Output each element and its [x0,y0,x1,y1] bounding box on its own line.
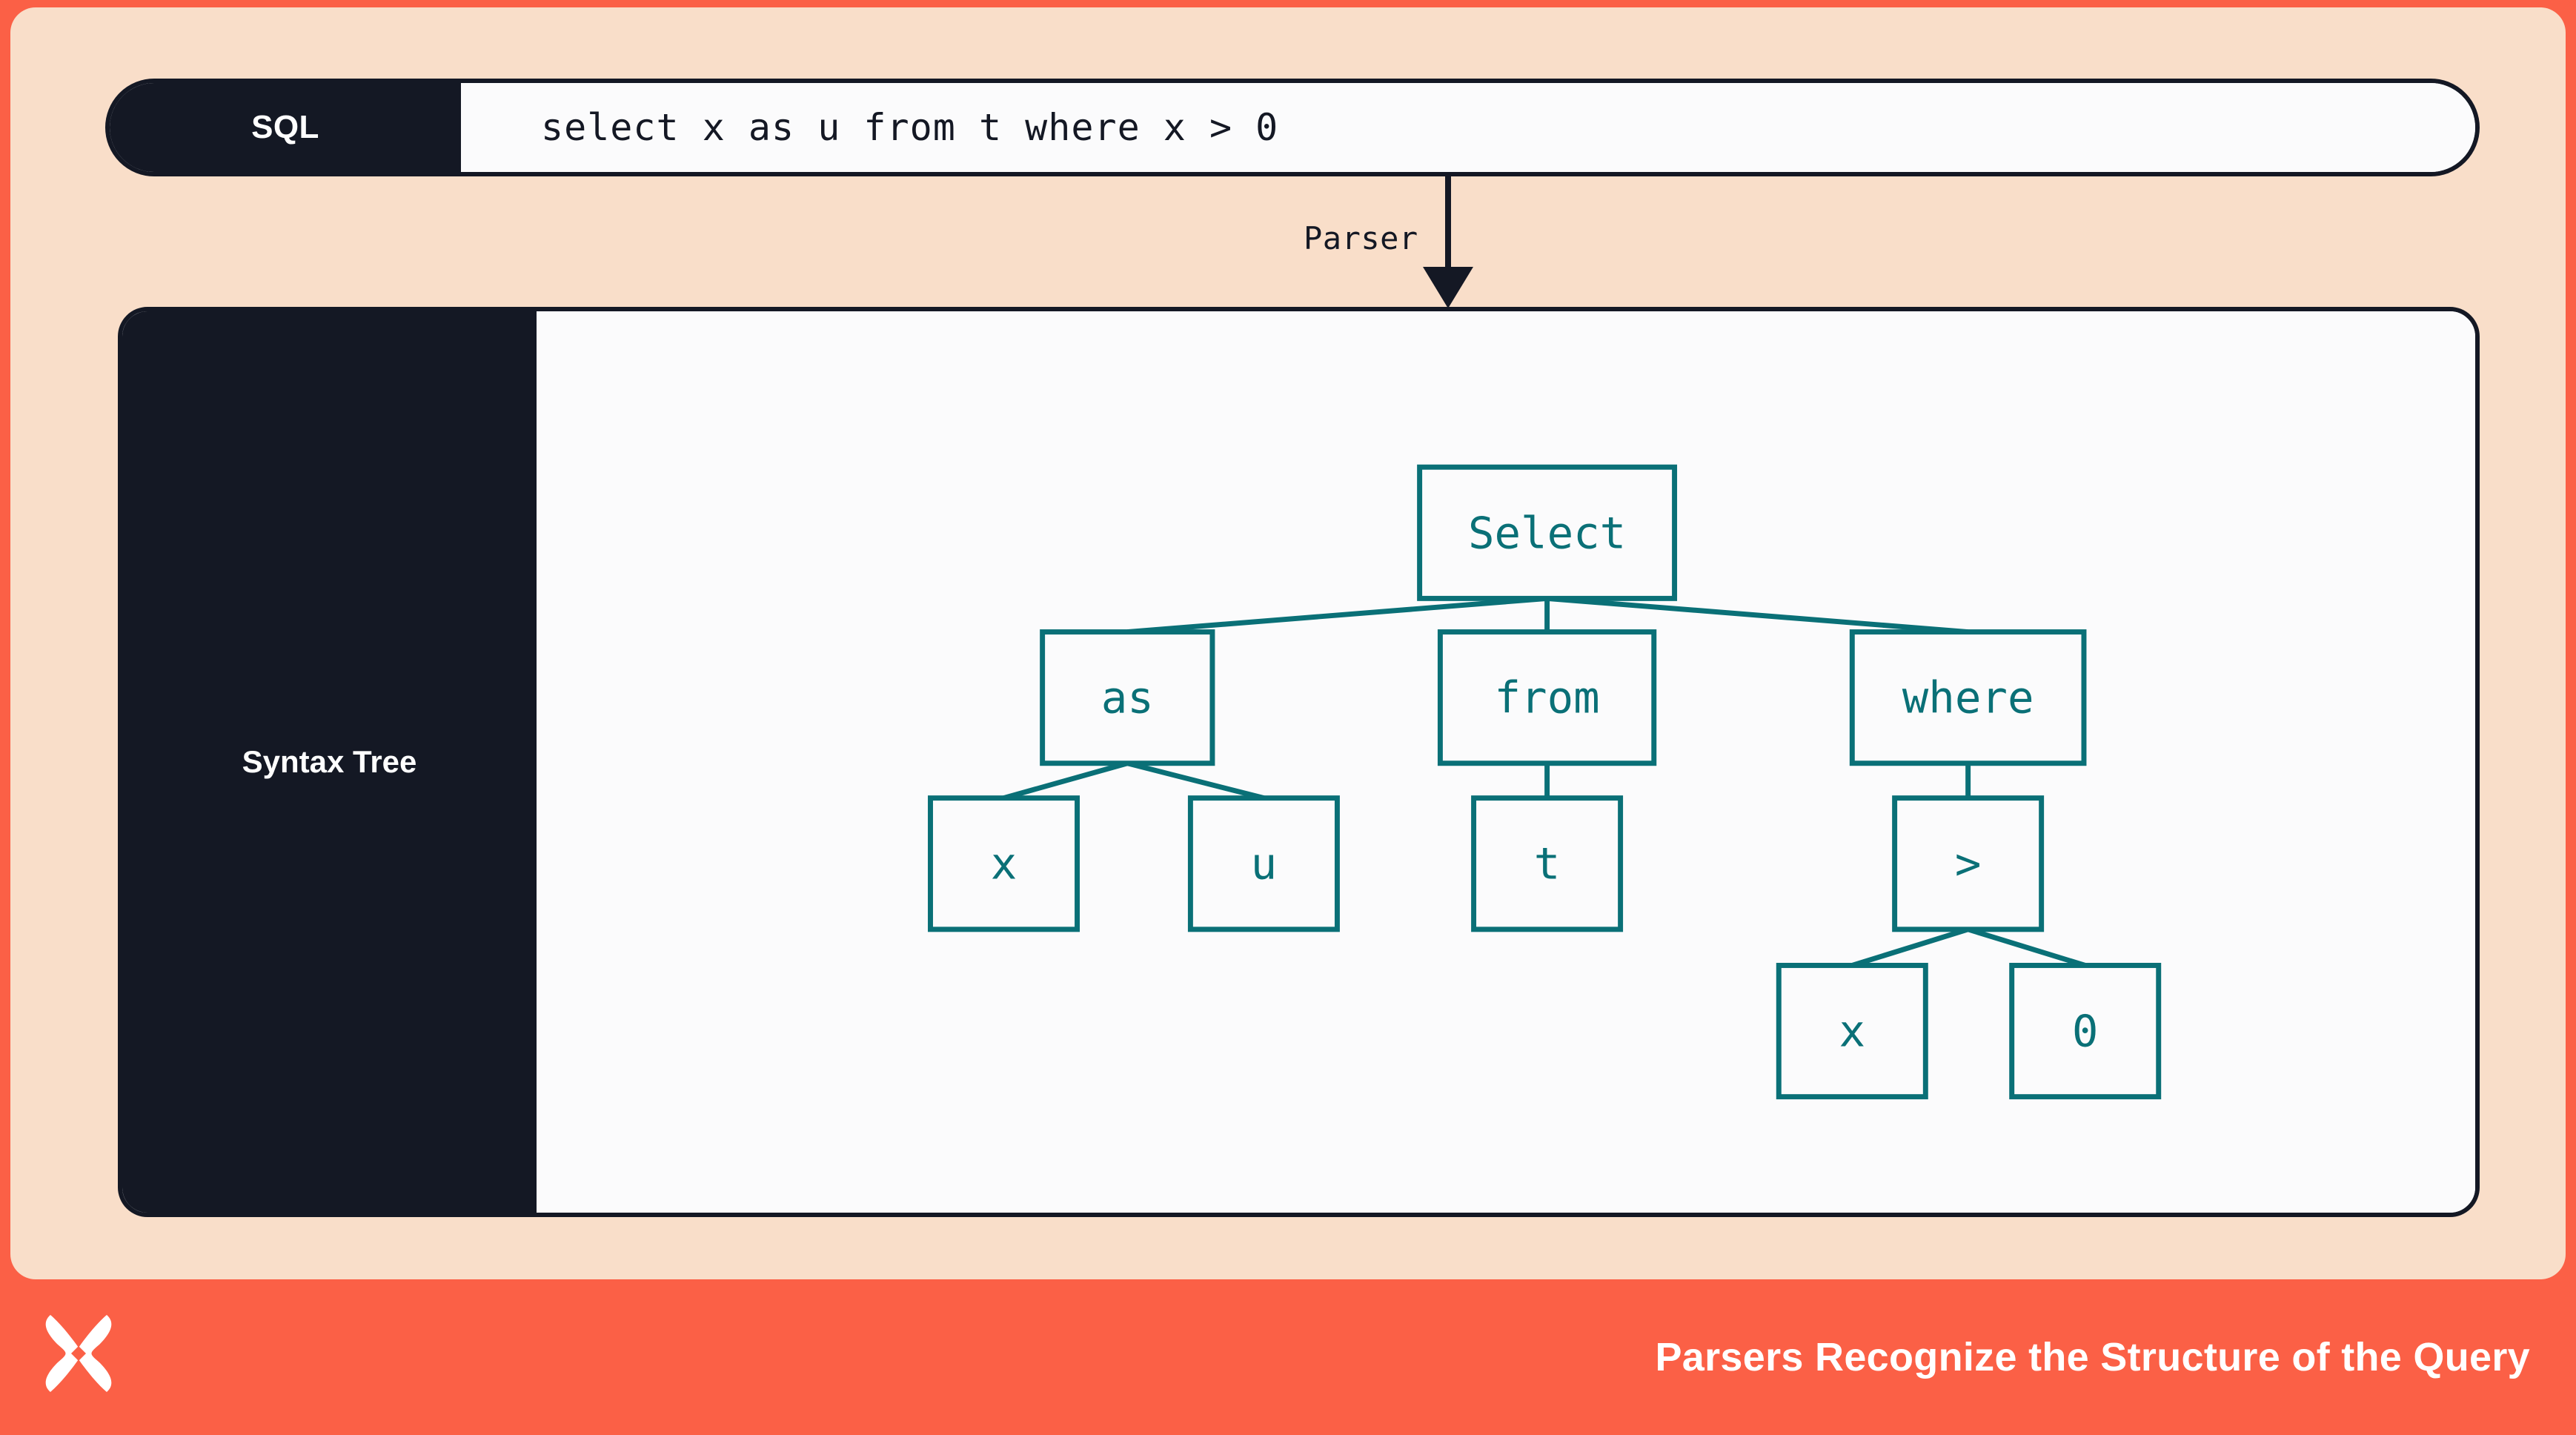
tree-node-box [1892,795,2045,932]
tree-node[interactable]: t [1471,795,1624,932]
syntax-tree-label: Syntax Tree [122,311,537,1213]
tree-edge [1967,927,2086,968]
tree-node[interactable]: 0 [2009,962,2162,1100]
parser-arrow-icon [1300,176,1611,311]
tree-node-box [2009,962,2162,1100]
tree-node[interactable]: x [1776,962,1928,1100]
sql-label: SQL [110,83,461,172]
tree-node-box [1437,629,1657,766]
tree-node-label: x [1839,1006,1866,1057]
tree-node-label: as [1101,672,1154,723]
tree-node-box [928,795,1080,932]
syntax-tree-canvas: Select as from where x u t > x 0 [537,311,2475,1213]
tree-node-box [1040,629,1215,766]
tree-node[interactable]: from [1437,629,1657,766]
tree-node-label: x [991,838,1018,889]
tree-edge [1126,760,1265,801]
brand-x-star-logo-icon [36,1310,122,1396]
sql-query-text[interactable]: select x as u from t where x > 0 [461,83,2475,172]
tree-edge [1003,760,1129,801]
tree-node-label: 0 [2072,1006,2099,1057]
tree-node-label: t [1534,838,1561,889]
tree-node-box [1849,629,2087,766]
tree-edge [1547,595,1968,635]
tree-node-label: u [1251,838,1278,889]
tree-node-label: from [1494,672,1599,723]
footer-bar: Parsers Recognize the Structure of the Q… [0,1279,2576,1435]
tree-node-box [1187,795,1340,932]
tree-node-box [1776,962,1928,1100]
tree-edge [1127,595,1547,635]
parser-arrow-label: Parser [1304,220,1418,256]
sql-input-row: SQL select x as u from t where x > 0 [105,79,2480,176]
tree-node-box [1417,464,1678,601]
tree-edge [1851,927,1969,968]
tree-node-label: > [1955,838,1982,889]
syntax-tree-card: Syntax Tree Select as from where x u t > x 0 [118,307,2480,1217]
tree-node-box [1471,795,1624,932]
tree-node-label: Select [1468,507,1626,558]
syntax-tree-graph: Select as from where x u t > x 0 [928,464,2162,1100]
tree-node[interactable]: Select [1417,464,1678,601]
tree-node[interactable]: as [1040,629,1215,766]
tree-node-label: where [1902,672,2034,723]
content-panel: SQL select x as u from t where x > 0 Par… [10,7,2566,1279]
tree-node[interactable]: x [928,795,1080,932]
tree-node[interactable]: where [1849,629,2087,766]
tree-node[interactable]: > [1892,795,2045,932]
tree-node[interactable]: u [1187,795,1340,932]
footer-tagline: Parsers Recognize the Structure of the Q… [1655,1335,2530,1379]
